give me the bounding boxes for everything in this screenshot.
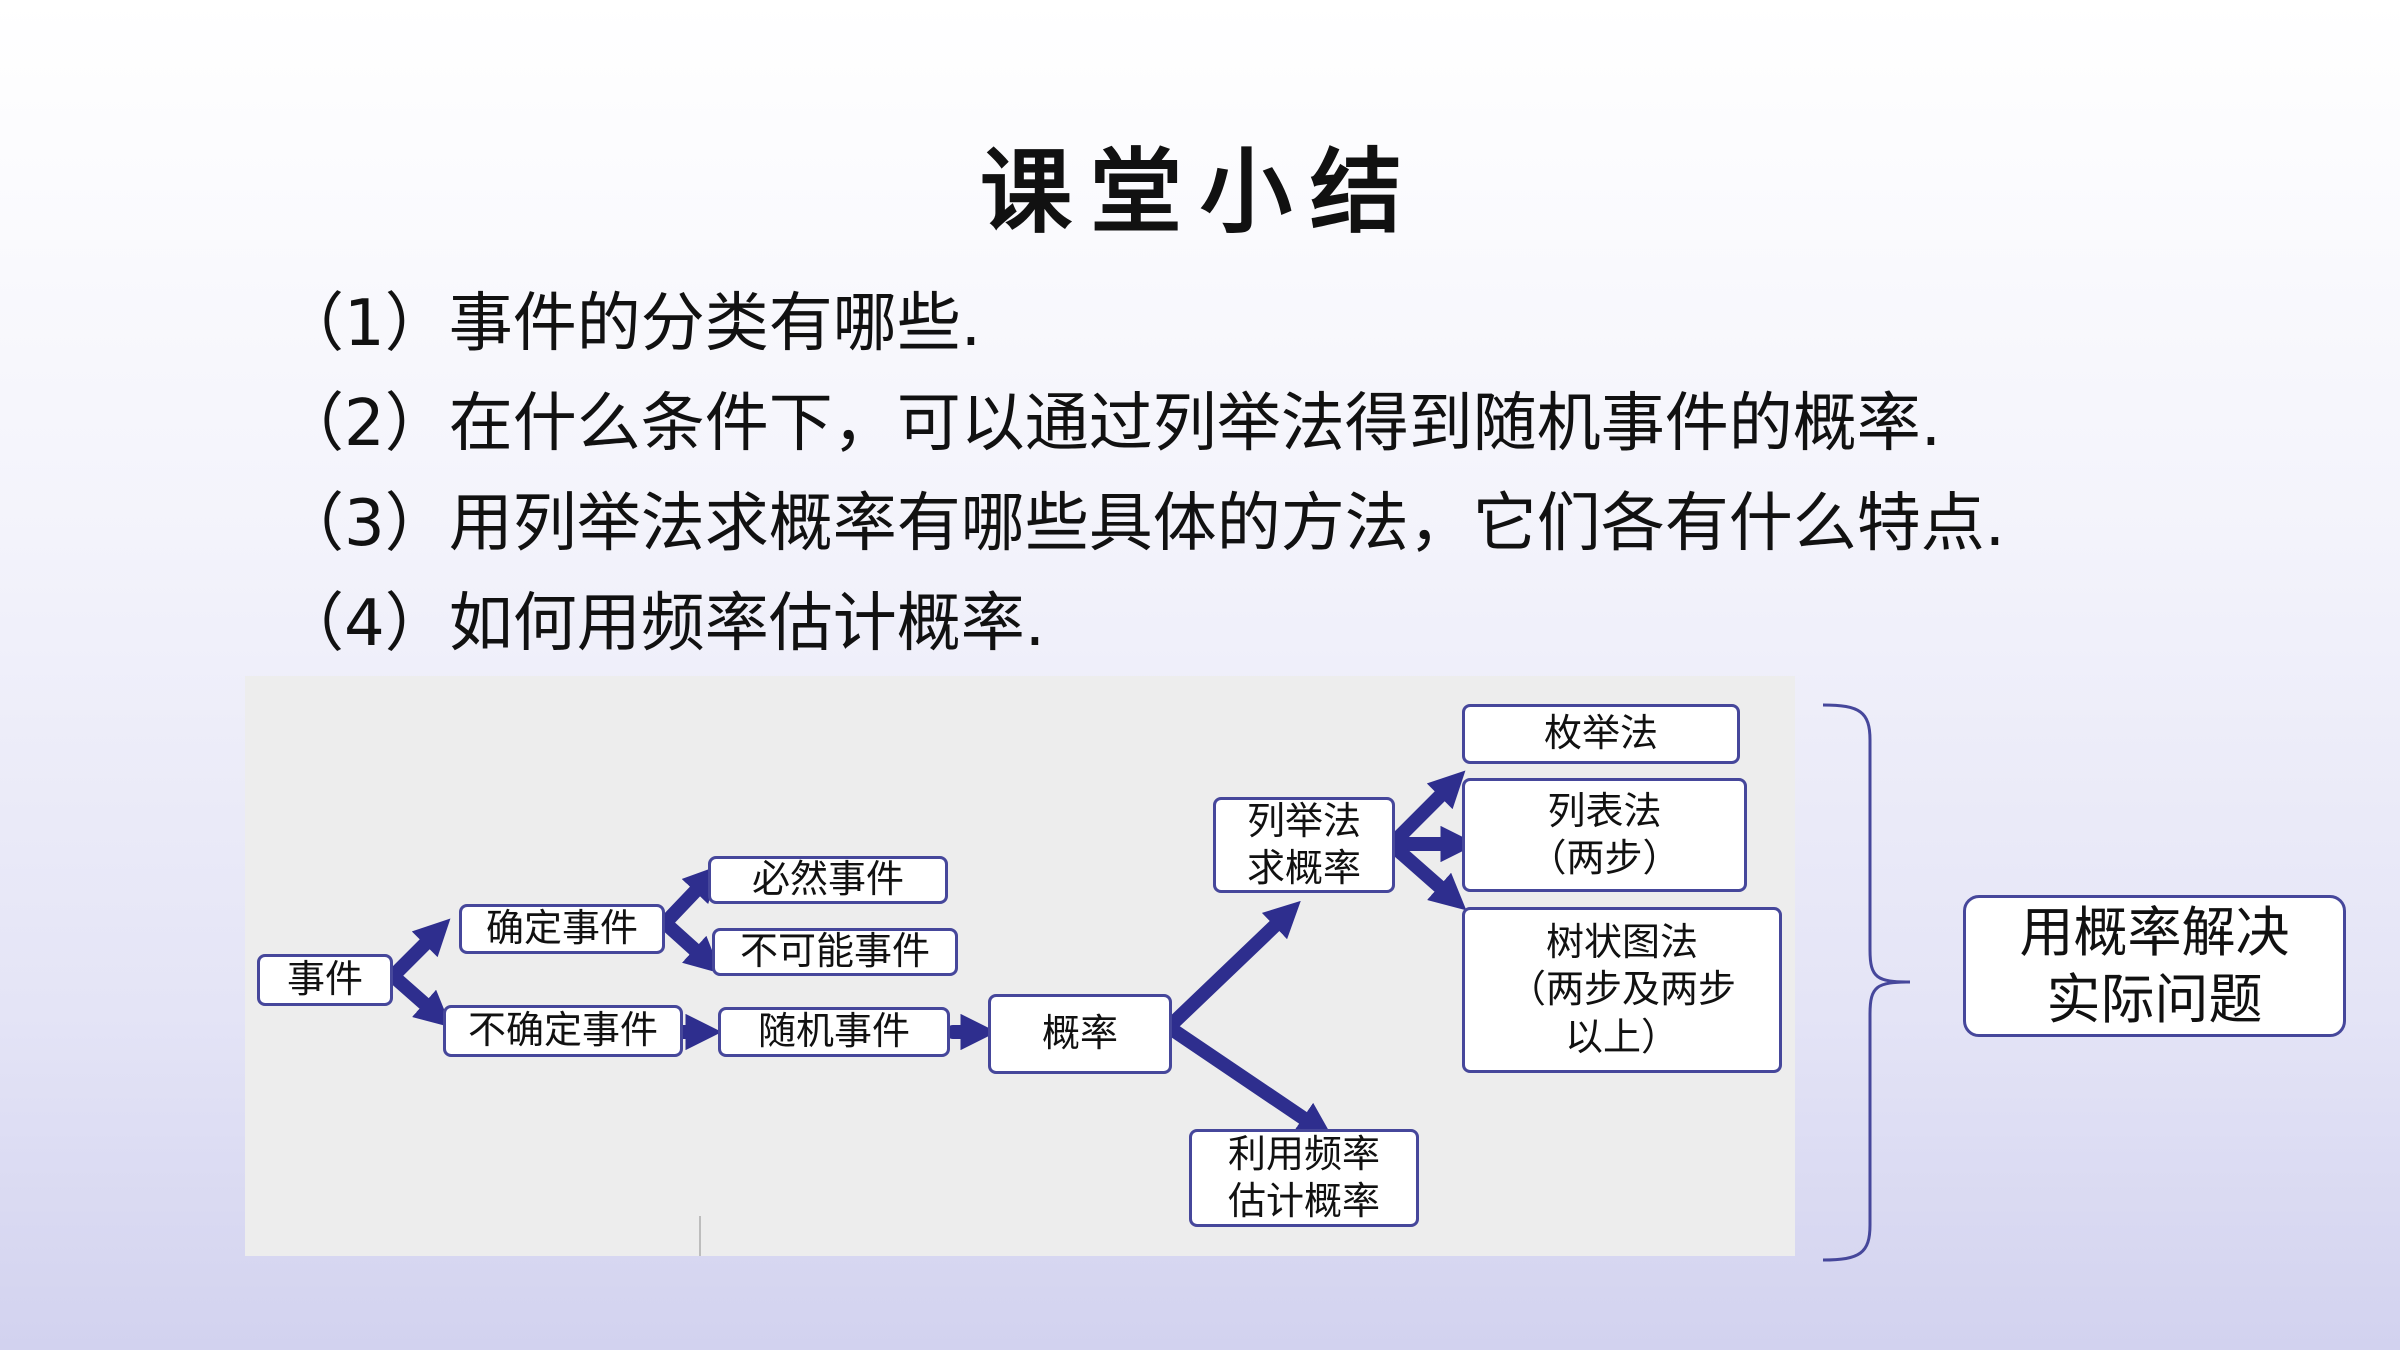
- question-3: （3）用列举法求概率有哪些具体的方法，它们各有什么特点.: [280, 487, 2006, 561]
- question-4: （4）如何用频率估计概率.: [280, 587, 1046, 661]
- arrow-certain-to-impossible: [658, 916, 722, 974]
- question-2: （2）在什么条件下，可以通过列举法得到随机事件的概率.: [280, 387, 1942, 461]
- diagram-arrows: [386, 770, 1477, 1256]
- slide-title: 课堂小结: [979, 139, 1420, 246]
- arrow-certain-to-inevitable: [658, 865, 721, 930]
- curly-brace: [1822, 703, 1911, 1262]
- arrow-listing-to-enumeration: [1393, 770, 1466, 843]
- arrow-listing-to-tree: [1393, 845, 1467, 911]
- arrow-event-to-uncertain: [386, 969, 452, 1028]
- node-random-event: 随机事件: [718, 1007, 950, 1057]
- node-table-method: 列表法 （两步）: [1462, 778, 1747, 892]
- node-listing-method: 列举法 求概率: [1213, 797, 1395, 893]
- node-tree-method: 树状图法 （两步及两步 以上）: [1462, 907, 1782, 1073]
- node-inevitable-event: 必然事件: [708, 856, 948, 904]
- arrow-event-to-certain: [386, 918, 451, 983]
- node-event: 事件: [257, 954, 393, 1006]
- node-impossible-event: 不可能事件: [712, 928, 958, 976]
- question-1: （1）事件的分类有哪些.: [280, 287, 982, 361]
- arrow-probability-to-frequency: [1163, 1021, 1334, 1139]
- conclusion-box: 用概率解决 实际问题: [1963, 895, 2346, 1037]
- node-frequency-estimate: 利用频率 估计概率: [1189, 1129, 1419, 1227]
- node-certain-event: 确定事件: [459, 904, 665, 954]
- node-enumeration-method: 枚举法: [1462, 704, 1740, 764]
- node-uncertain-event: 不确定事件: [443, 1005, 683, 1057]
- arrow-probability-to-listing: [1163, 900, 1301, 1033]
- node-probability: 概率: [988, 994, 1172, 1074]
